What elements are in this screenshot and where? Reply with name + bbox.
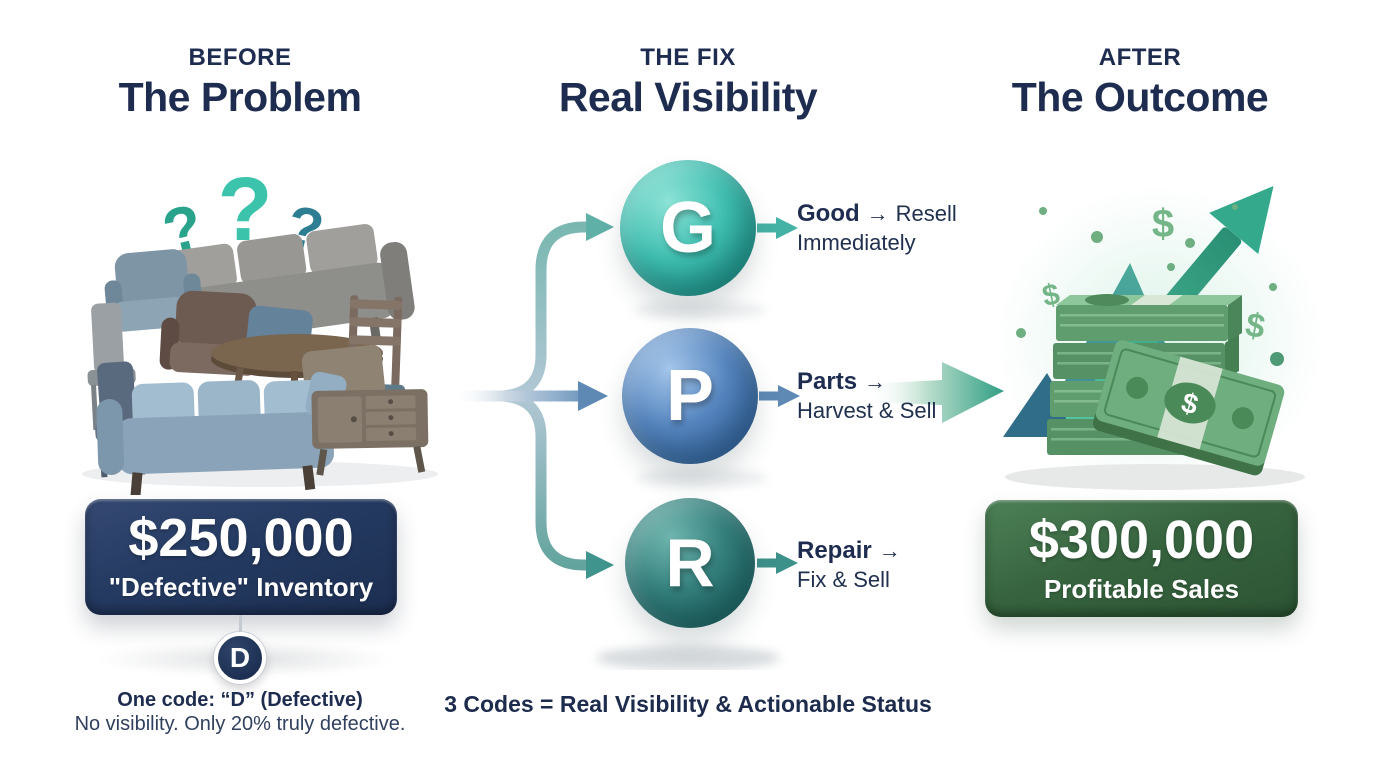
cash-bundle-icon: $ (1092, 340, 1285, 476)
after-eyebrow: AFTER (1098, 44, 1182, 71)
branch-top (502, 221, 587, 402)
after-header: AFTER The Outcome (940, 44, 1340, 121)
sphere-r-shadow (596, 646, 780, 670)
sphere-parts-letter: P (665, 356, 715, 436)
node-output-arrows (757, 217, 800, 574)
furniture-pile-illustration: ? ? ? (82, 160, 438, 495)
sphere-good-letter: G (659, 188, 716, 268)
fix-eyebrow: THE FIX (640, 44, 736, 71)
outcome-transition-arrow-icon (866, 362, 1004, 423)
sphere-repair: R (625, 498, 755, 628)
dollar-icon: $ (1152, 202, 1174, 246)
sphere-p-shadow (636, 469, 768, 487)
fork-branches (452, 221, 587, 571)
defective-label: "Defective" Inventory (108, 572, 374, 602)
profit-label: Profitable Sales (1043, 573, 1240, 604)
branch-bottom (502, 390, 587, 571)
parts-label-line2: Harvest & Sell (797, 398, 937, 424)
repair-arrow-icon (776, 552, 798, 574)
before-caption-bold: One code: “D” (Defective) (117, 689, 363, 711)
money-growth-illustration: $ $ $ $ (995, 185, 1320, 495)
parts-label-line1: Parts→ (797, 368, 887, 395)
sphere-repair-letter: R (665, 525, 715, 601)
code-circle-d: D (214, 632, 266, 684)
fix-header: THE FIX Real Visibility (488, 44, 888, 121)
parts-label: Parts→ Harvest & Sell (797, 368, 937, 424)
dollar-icon: $ (1040, 278, 1063, 314)
parts-arrow-icon (778, 385, 800, 407)
repair-label: Repair→ Fix & Sell (797, 537, 908, 593)
good-label-line1: Good→Resell (797, 200, 957, 227)
profitable-sales-badge: $300,000 Profitable Sales (985, 500, 1298, 617)
sphere-good: G (620, 160, 756, 296)
repair-label-line2: Fix & Sell (797, 567, 890, 593)
right-arrow-glyph: → (866, 201, 889, 226)
after-title: The Outcome (1011, 74, 1269, 120)
floating-dots (1016, 204, 1284, 366)
fix-footer-note: 3 Codes = Real Visibility & Actionable S… (444, 691, 932, 717)
repair-label-line1: Repair→ (797, 537, 901, 564)
money-shadow (1005, 464, 1305, 490)
sideboard-icon (311, 389, 429, 476)
sofa-front-icon (96, 371, 347, 495)
defective-inventory-badge: $250,000 "Defective" Inventory (85, 499, 397, 615)
before-eyebrow: BEFORE (188, 44, 292, 71)
branch-top-arrowhead-icon (586, 213, 614, 241)
sphere-g-shadow (634, 301, 766, 319)
badge-to-code-connector (239, 615, 242, 635)
cash-slab-top (1056, 294, 1242, 341)
profit-value: $300,000 (1028, 509, 1255, 570)
before-title: The Problem (118, 74, 362, 120)
right-arrow-glyph: → (878, 538, 901, 563)
branch-middle-arrowhead-icon (578, 381, 608, 411)
sphere-parts: P (622, 328, 758, 464)
branch-bottom-arrowhead-icon (586, 551, 614, 579)
defective-value: $250,000 (128, 508, 354, 568)
code-letter: D (229, 642, 251, 673)
good-label: Good→Resell Immediately (797, 200, 957, 256)
good-arrow-icon (776, 217, 798, 239)
before-header: BEFORE The Problem (40, 44, 440, 121)
before-caption-regular: No visibility. Only 20% truly defective. (74, 713, 406, 735)
flow-fork-illustration (452, 213, 1004, 670)
right-arrow-glyph: → (864, 369, 887, 394)
fix-title: Real Visibility (558, 74, 818, 120)
good-label-line2: Immediately (797, 230, 916, 256)
